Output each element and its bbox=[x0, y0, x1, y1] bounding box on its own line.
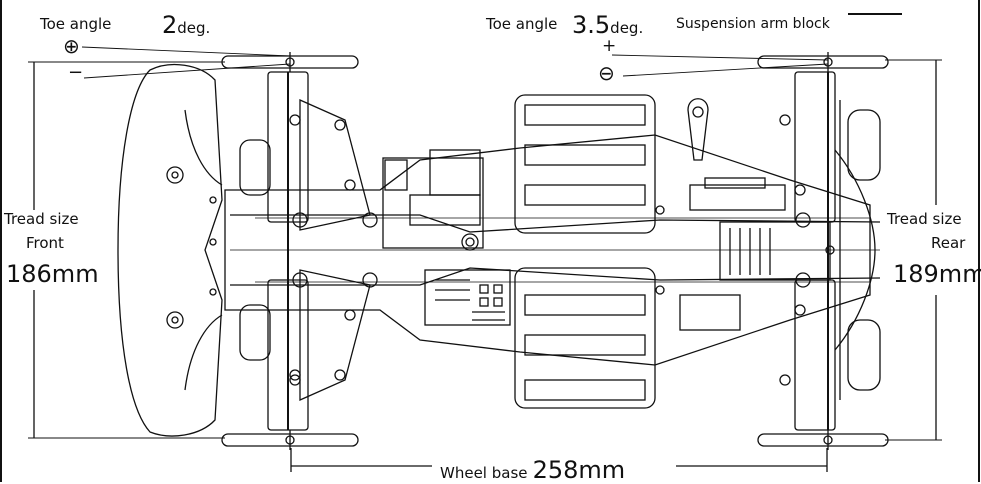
toe-rear-unit: deg. bbox=[610, 19, 644, 37]
toe-front-lines bbox=[81, 46, 291, 79]
front-bumper bbox=[117, 63, 223, 437]
tread-front-dimension bbox=[28, 61, 225, 439]
toe-front-value: 2deg. bbox=[162, 13, 210, 37]
wheelbase-label: Wheel base bbox=[440, 464, 528, 482]
tread-rear-title: Tread size bbox=[887, 210, 962, 228]
toe-front-number: 2 bbox=[162, 11, 178, 39]
motor-assembly bbox=[679, 177, 831, 331]
body-mount-front-top bbox=[166, 166, 184, 184]
front-wheel-bottom bbox=[221, 430, 359, 450]
body-mount-front-bottom bbox=[166, 311, 184, 329]
front-suspension bbox=[239, 71, 378, 431]
receiver-block bbox=[424, 269, 511, 326]
chassis-plate bbox=[224, 134, 871, 366]
antenna-post bbox=[687, 98, 709, 161]
battery-top bbox=[514, 94, 656, 234]
wheelbase-dimension bbox=[290, 448, 828, 472]
toe-front-label: Toe angle bbox=[40, 15, 112, 33]
toe-front-unit: deg. bbox=[177, 19, 211, 37]
toe-rear-minus-icon: ⊖ bbox=[598, 61, 615, 85]
toe-rear-label: Toe angle bbox=[486, 15, 558, 33]
toe-rear-plus-icon: + bbox=[602, 36, 617, 56]
chassis-spine bbox=[209, 196, 881, 296]
esc-box bbox=[382, 149, 484, 249]
tread-front-title: Tread size bbox=[4, 210, 79, 228]
front-wheel-top bbox=[221, 52, 359, 72]
battery-bottom bbox=[514, 267, 656, 409]
toe-rear-lines bbox=[611, 54, 829, 77]
rear-wheel-bottom bbox=[757, 430, 889, 450]
toe-front-plus-icon: ⊕ bbox=[63, 34, 80, 58]
tread-front-side: Front bbox=[26, 234, 64, 252]
rear-suspension bbox=[655, 71, 881, 431]
wheelbase-label-group: Wheel base 258mm bbox=[440, 458, 625, 482]
tread-rear-dimension bbox=[885, 59, 942, 441]
suspension-arm-block-label: Suspension arm block bbox=[676, 16, 830, 32]
toe-rear-value: 3.5deg. bbox=[572, 13, 643, 37]
wheelbase-value: 258mm bbox=[532, 456, 626, 484]
rear-wheel-top bbox=[757, 52, 889, 72]
toe-rear-number: 3.5 bbox=[572, 11, 611, 39]
tread-rear-side: Rear bbox=[931, 234, 966, 252]
tread-rear-value: 189mm bbox=[893, 260, 981, 288]
toe-front-minus-icon: − bbox=[68, 62, 84, 83]
tread-front-value: 186mm bbox=[6, 260, 99, 288]
